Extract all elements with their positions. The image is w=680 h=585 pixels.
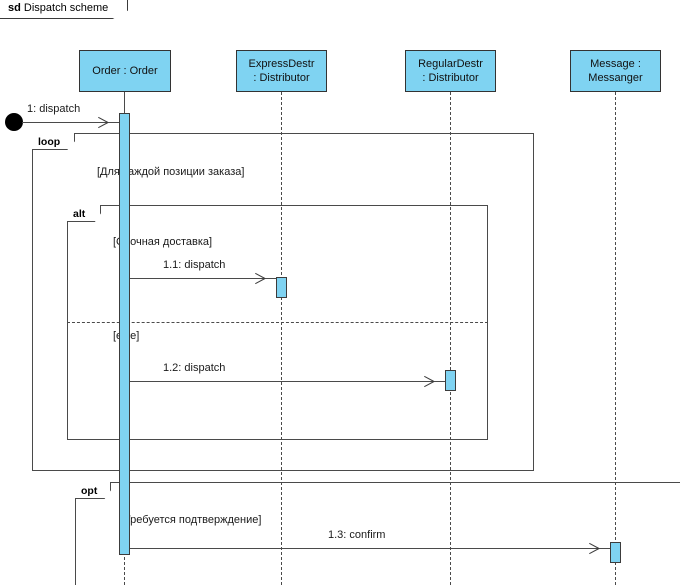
message-12-label: 1.2: dispatch xyxy=(163,362,226,374)
fragment-opt[interactable] xyxy=(75,482,680,585)
lifeline-head-regular[interactable]: RegularDestr : Distributor xyxy=(405,50,496,92)
message-12-line xyxy=(130,381,445,382)
fragment-loop-operator: loop xyxy=(38,136,61,148)
fragment-alt-divider xyxy=(67,322,488,323)
fragment-opt-operator: opt xyxy=(81,485,98,497)
lifeline-head-messenger[interactable]: Message : Messanger xyxy=(570,50,661,92)
fragment-loop[interactable] xyxy=(32,133,534,471)
activation-order[interactable] xyxy=(119,113,130,555)
fragment-opt-guard: [Требуется подтверждение] xyxy=(121,514,262,526)
diagram-kind-label: sd xyxy=(8,2,21,14)
message-1-label: 1: dispatch xyxy=(27,103,81,115)
lifeline-messenger-line2: Messanger xyxy=(588,72,643,84)
lifeline-regular-line1: RegularDestr xyxy=(418,58,483,70)
message-11-line xyxy=(130,278,276,279)
lifeline-express-line2: : Distributor xyxy=(253,72,310,84)
fragment-alt-tab xyxy=(67,205,101,222)
lifeline-stem-regular xyxy=(450,92,451,585)
activation-regular[interactable] xyxy=(445,370,456,391)
fragment-alt-guard: [Срочная доставка] xyxy=(113,236,213,248)
lifeline-stem-express xyxy=(281,92,282,585)
message-11-label: 1.1: dispatch xyxy=(163,259,226,271)
message-13-line xyxy=(130,548,610,549)
lifeline-messenger-line1: Message : xyxy=(590,58,641,70)
diagram-frame-tab xyxy=(0,0,128,19)
message-13-label: 1.3: confirm xyxy=(328,529,386,541)
lifeline-head-order[interactable]: Order : Order xyxy=(79,50,171,92)
diagram-frame-title: sd Dispatch scheme xyxy=(8,2,108,14)
message-1-line xyxy=(22,122,119,123)
lifeline-regular-line2: : Distributor xyxy=(422,72,479,84)
lifeline-stem-messenger xyxy=(615,92,616,585)
fragment-loop-tab xyxy=(32,133,75,150)
fragment-alt-operator: alt xyxy=(73,208,86,220)
lifeline-head-express[interactable]: ExpressDestr : Distributor xyxy=(236,50,327,92)
fragment-opt-tab xyxy=(75,482,111,499)
fragment-loop-guard: [Для каждой позиции заказа] xyxy=(97,166,245,178)
activation-express[interactable] xyxy=(276,277,287,298)
activation-messenger[interactable] xyxy=(610,542,621,563)
lifeline-order-line1: Order : Order xyxy=(92,65,158,77)
lifeline-express-line1: ExpressDestr xyxy=(248,58,315,70)
start-node-icon xyxy=(5,113,23,131)
diagram-title: Dispatch scheme xyxy=(23,2,109,14)
